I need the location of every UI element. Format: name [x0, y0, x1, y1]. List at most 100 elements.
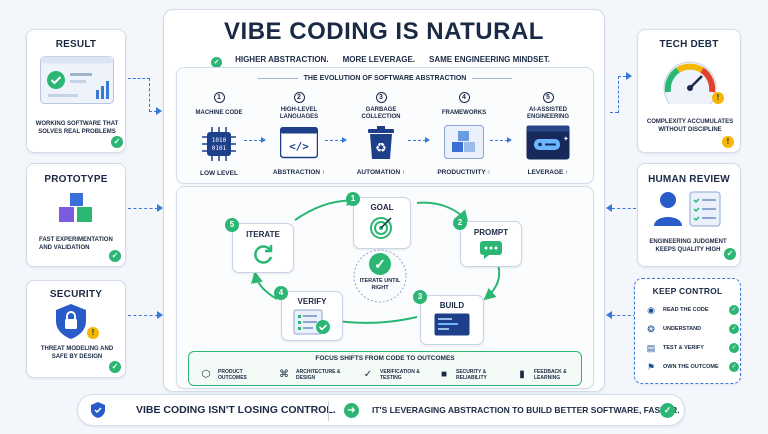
shield-icon — [91, 402, 105, 418]
cubes-window-icon — [444, 125, 484, 159]
evolution-panel: THE EVOLUTION OF SOFTWARE ABSTRACTION 1 … — [176, 67, 594, 184]
prototype-desc: FAST EXPERIMENTATION AND VALIDATION — [39, 237, 113, 252]
check-icon: ✓ — [729, 305, 739, 315]
keep-control-item: ⚑ OWN THE OUTCOME ✓ — [645, 360, 739, 374]
cubes-icon — [59, 193, 92, 222]
check-icon: ✓ — [111, 136, 123, 148]
eye-icon: ◉ — [647, 304, 655, 315]
check-icon: ✓ — [729, 362, 739, 372]
tech-debt-title: TECH DEBT — [659, 39, 719, 50]
target-icon — [370, 217, 392, 239]
focus-item-label: PRODUCT OUTCOMES — [218, 368, 247, 382]
tagline-item: MORE LEVERAGE. — [342, 55, 416, 64]
node-label: GOAL — [370, 203, 394, 212]
check-icon: ✓ — [211, 57, 223, 68]
stage-caption: ABSTRACTION ↑ — [272, 169, 326, 176]
node-verify: 4 VERIFY — [274, 286, 343, 341]
hierarchy-icon: ⌘ — [279, 369, 289, 380]
brain-icon: ❂ — [647, 323, 655, 334]
stage-caption: LEVERAGE ↑ — [527, 169, 569, 176]
prototype-title: PROTOTYPE — [44, 174, 108, 185]
node-iterate: 5 ITERATE — [225, 218, 294, 273]
keep-control-item: ◉ READ THE CODE ✓ — [645, 303, 739, 317]
arrow-right-icon: ➜ — [344, 403, 359, 418]
workflow-panel: 1 GOAL 2 PROMPT 3 BUILD — [176, 186, 594, 389]
result-card: RESULT WORKING SOFTWARE THAT SOLVES REAL… — [26, 29, 126, 153]
stage-number: 2 — [293, 92, 305, 103]
node-label: BUILD — [439, 301, 465, 310]
stage-frameworks: 4 FRAMEWORKS PRODUCTIVITY ↑ — [429, 92, 499, 176]
keep-control-label: UNDERSTAND — [663, 326, 702, 332]
refresh-icon — [254, 245, 273, 264]
banner-divider — [328, 401, 329, 421]
chat-icon — [480, 241, 502, 259]
check-icon: ✓ — [729, 324, 739, 334]
warning-icon: ! — [87, 327, 99, 339]
focus-item: ■ SECURITY & RELIABILITY — [437, 366, 509, 384]
keep-control-item: ▤ TEST & VERIFY ✓ — [645, 341, 739, 355]
stage-label: AI-ASSISTED ENGINEERING — [526, 106, 569, 120]
code-window-icon: </> — [280, 127, 318, 159]
check-icon: ✓ — [724, 248, 736, 260]
svg-text:1010: 1010 — [212, 137, 227, 144]
code-editor-icon — [434, 313, 470, 336]
stage-label: GARBAGE COLLECTION — [361, 106, 401, 120]
focus-title: FOCUS SHIFTS FROM CODE TO OUTCOMES — [315, 355, 455, 362]
step-badge: 2 — [453, 216, 467, 230]
keep-control-title: KEEP CONTROL — [652, 286, 723, 296]
keep-control-card: KEEP CONTROL ◉ READ THE CODE ✓ ❂ UNDERST… — [634, 278, 741, 384]
node-label: VERIFY — [297, 297, 327, 306]
human-review-card: HUMAN REVIEW ENGINEERING JUDGMENT KEEPS … — [637, 163, 741, 267]
focus-item-label: FEEDBACK & LEARNING — [534, 368, 567, 382]
tech-debt-desc: COMPLEXITY ACCUMULATES WITHOUT DISCIPLIN… — [646, 119, 734, 134]
keep-control-label: TEST & VERIFY — [663, 345, 704, 351]
bottom-banner: VIBE CODING ISN'T LOSING CONTROL. ➜ IT'S… — [77, 394, 685, 426]
chip-icon: 1010 0101 — [202, 127, 236, 161]
stage-label: HIGH-LEVEL LANGUAGES — [279, 106, 319, 120]
security-title: SECURITY — [49, 289, 103, 300]
result-title: RESULT — [55, 39, 97, 50]
ai-window-icon: ✦ — [526, 125, 570, 160]
box-icon: ⬡ — [201, 369, 211, 380]
node-prompt: 2 PROMPT — [453, 216, 522, 267]
stage-number: 3 — [375, 92, 387, 103]
node-label: ITERATE — [246, 230, 280, 239]
svg-text:♻: ♻ — [375, 141, 387, 156]
check-icon: ✓ — [109, 250, 121, 262]
banner-left-text: VIBE CODING ISN'T LOSING CONTROL. — [136, 404, 336, 416]
tech-debt-card: TECH DEBT ! COMPLEXITY ACCUMULATES WITHO… — [637, 29, 741, 153]
keep-control-item: ❂ UNDERSTAND ✓ — [645, 322, 739, 336]
stage-garbage-collection: 3 GARBAGE COLLECTION ♻ AUTOMATION ↑ — [346, 92, 416, 176]
keep-control-label: READ THE CODE — [663, 307, 709, 313]
reviewer-icon — [654, 191, 721, 227]
security-card: SECURITY ! THREAT MODELING AND SAFE BY D… — [26, 280, 126, 378]
iterate-center: ✓ ITERATE UNTIL RIGHT — [354, 253, 406, 292]
check-icon: ✓ — [109, 361, 121, 373]
stage-number: 5 — [542, 92, 554, 103]
shield-lock-icon — [56, 304, 86, 339]
warning-icon: ! — [722, 136, 734, 148]
tagline-item: HIGHER ABSTRACTION. — [235, 55, 329, 64]
checklist-icon — [293, 309, 330, 335]
focus-item-label: ARCHITECTURE & DESIGN — [296, 368, 341, 382]
stage-label: FRAMEWORKS — [441, 110, 487, 117]
check-icon: ✓ — [369, 253, 391, 275]
recycle-bin-icon: ♻ — [368, 126, 394, 159]
check-icon: ✓ — [729, 343, 739, 353]
focus-bar: FOCUS SHIFTS FROM CODE TO OUTCOMES ⬡ PRO… — [188, 351, 582, 386]
focus-item-label: SECURITY & RELIABILITY — [456, 368, 487, 382]
security-desc: THREAT MODELING AND SAFE BY DESIGN — [40, 346, 114, 361]
flag-icon: ⚑ — [646, 361, 656, 372]
node-label: PROMPT — [473, 228, 509, 237]
svg-text:</>: </> — [289, 140, 309, 153]
dashboard-icon — [40, 56, 114, 104]
tagline-item: SAME ENGINEERING MINDSET. — [429, 55, 550, 64]
stage-number: 4 — [458, 92, 470, 103]
svg-text:0101: 0101 — [212, 145, 227, 152]
stage-label: MACHINE CODE — [195, 110, 243, 117]
svg-text:✦: ✦ — [563, 135, 569, 143]
keep-control-label: OWN THE OUTCOME — [663, 364, 719, 370]
focus-item-label: VERIFICATION & TESTING — [380, 368, 420, 382]
main-panel: VIBE CODING IS NATURAL ✓HIGHER ABSTRACTI… — [163, 9, 605, 392]
stage-machine-code: 1 MACHINE CODE 1010 0101 LOW LEVEL — [184, 92, 254, 177]
